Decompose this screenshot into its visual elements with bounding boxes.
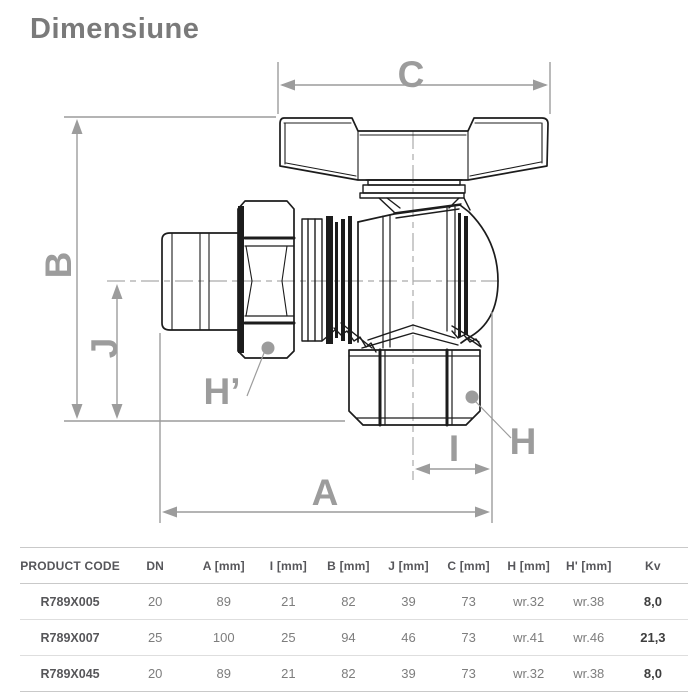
- col-header-i: I [mm]: [257, 547, 320, 584]
- page-title: Dimensiune: [30, 13, 200, 45]
- cell-dn: 25: [120, 619, 191, 656]
- cell-b: 82: [319, 655, 378, 692]
- col-header-kv: Kv: [617, 547, 688, 584]
- col-header-c: C [mm]: [439, 547, 498, 584]
- dimension-labels: C B J A I H H’: [38, 54, 536, 513]
- cell-product-code: R789X007: [20, 619, 121, 656]
- valve-stem: [359, 179, 471, 219]
- cell-h: wr.41: [497, 619, 560, 656]
- cell-i: 21: [257, 655, 320, 692]
- cell-product-code: R789X045: [20, 655, 121, 692]
- label-h: H: [510, 421, 537, 462]
- cell-b: 82: [319, 583, 378, 620]
- tailpiece: [301, 216, 333, 344]
- col-header-product-code: PRODUCT CODE: [20, 547, 121, 584]
- table-row: R789X005 20 89 21 82 39 73 wr.32 wr.38 8…: [20, 583, 688, 620]
- union-nut: [237, 200, 296, 359]
- dimension-j: [111, 284, 123, 419]
- cell-h: wr.32: [497, 655, 560, 692]
- cell-c: 73: [439, 583, 498, 620]
- col-header-b: B [mm]: [319, 547, 378, 584]
- table-row: R789X045 20 89 21 82 39 73 wr.32 wr.38 8…: [20, 655, 688, 692]
- cell-h-prime: wr.38: [559, 655, 618, 692]
- label-b: B: [38, 252, 79, 279]
- valve-body: [321, 204, 499, 353]
- dimension-i: [415, 463, 490, 475]
- label-c: C: [398, 54, 425, 95]
- cell-dn: 20: [120, 583, 191, 620]
- cell-kv: 8,0: [617, 655, 688, 692]
- cell-kv: 21,3: [617, 619, 688, 656]
- centerlines: [107, 131, 500, 480]
- col-header-h: H [mm]: [497, 547, 560, 584]
- cell-j: 39: [377, 655, 440, 692]
- cell-h-prime: wr.46: [559, 619, 618, 656]
- cell-product-code: R789X005: [20, 583, 121, 620]
- cell-b: 94: [319, 619, 378, 656]
- col-header-dn: DN: [120, 547, 191, 584]
- cell-j: 39: [377, 583, 440, 620]
- label-a: A: [312, 472, 339, 513]
- table-row: R789X007 25 100 25 94 46 73 wr.41 wr.46 …: [20, 619, 688, 656]
- cell-i: 21: [257, 583, 320, 620]
- cell-a: 89: [190, 583, 258, 620]
- cell-c: 73: [439, 619, 498, 656]
- dimensions-table: PRODUCT CODE DN A [mm] I [mm] B [mm] J […: [20, 547, 688, 692]
- cell-i: 25: [257, 619, 320, 656]
- dimension-a: [159, 312, 493, 523]
- cell-dn: 20: [120, 655, 191, 692]
- col-header-j: J [mm]: [377, 547, 440, 584]
- cell-a: 100: [190, 619, 258, 656]
- cell-h-prime: wr.38: [559, 583, 618, 620]
- outlet-hex: [348, 348, 481, 427]
- male-thread-end: [161, 232, 239, 331]
- label-h-prime: H’: [204, 371, 241, 412]
- col-header-h-prime: H' [mm]: [559, 547, 618, 584]
- label-j: J: [84, 338, 125, 359]
- cell-c: 73: [439, 655, 498, 692]
- label-i: I: [449, 428, 459, 469]
- dimension-b: [64, 116, 345, 422]
- leader-h: [465, 390, 512, 439]
- cell-kv: 8,0: [617, 583, 688, 620]
- leader-h-prime: [246, 341, 275, 397]
- cell-j: 46: [377, 619, 440, 656]
- table-header-row: PRODUCT CODE DN A [mm] I [mm] B [mm] J […: [20, 547, 688, 584]
- dimension-c: [277, 62, 551, 114]
- cell-a: 89: [190, 655, 258, 692]
- cell-h: wr.32: [497, 583, 560, 620]
- butterfly-handle: [279, 117, 549, 181]
- col-header-a: A [mm]: [190, 547, 258, 584]
- valve-technical-drawing: C B J A I H H’: [38, 54, 551, 523]
